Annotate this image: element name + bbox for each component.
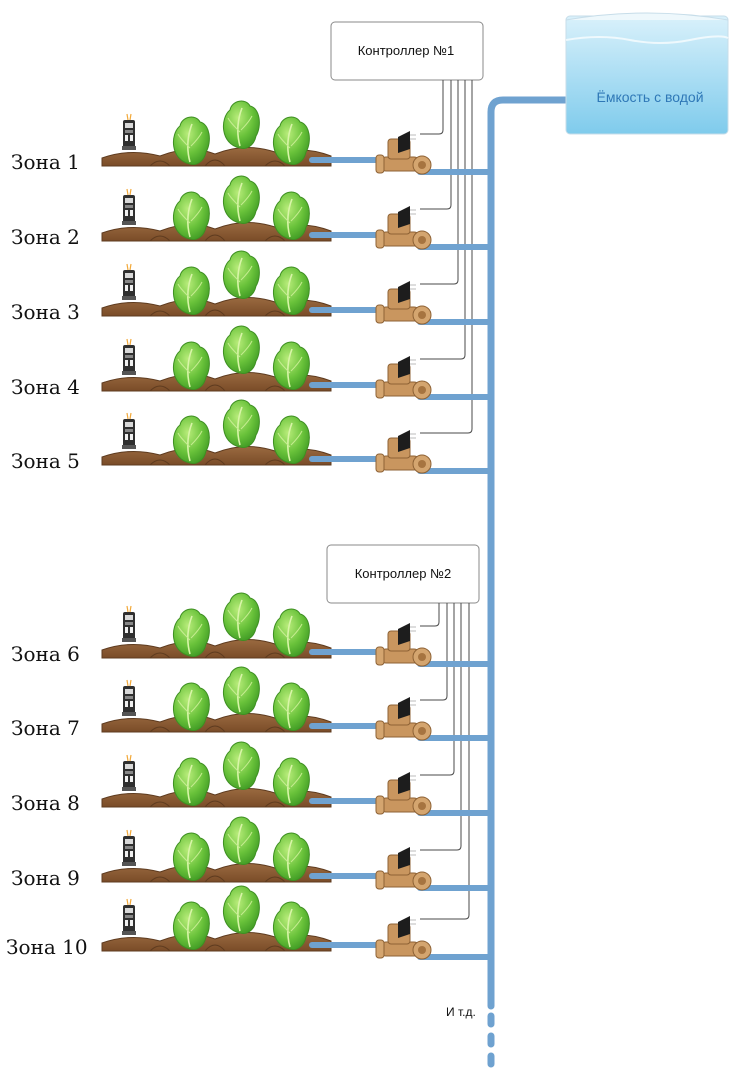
controller-1: Контроллер №1 (330, 21, 484, 81)
zone-label: Зона 2 (11, 225, 80, 249)
solenoid-valve-icon (375, 130, 432, 175)
continuation-label: И т.д. (446, 1005, 476, 1019)
soil-sensor-icon (121, 412, 137, 450)
lettuce-icon (272, 608, 311, 658)
lettuce-icon (222, 250, 261, 300)
zone-5: Зона 5 (11, 399, 494, 474)
solenoid-valve-icon (375, 429, 432, 474)
lettuce-icon (272, 116, 311, 166)
zone-label: Зона 3 (11, 300, 80, 324)
zone-6: Зона 6 (11, 592, 494, 667)
lettuce-icon (272, 682, 311, 732)
lettuce-icon (222, 816, 261, 866)
controller-2-label: Контроллер №2 (355, 566, 452, 581)
lettuce-icon (172, 191, 211, 241)
soil-sensor-icon (121, 263, 137, 301)
lettuce-icon (272, 415, 311, 465)
solenoid-valve-icon (375, 355, 432, 400)
zone-label: Зона 9 (11, 866, 80, 890)
soil-bed (101, 932, 332, 952)
solenoid-valve-icon (375, 696, 432, 741)
zone-9: Зона 9 (11, 816, 494, 891)
zone-2: Зона 2 (11, 175, 494, 250)
lettuce-icon (222, 175, 261, 225)
zone-label: Зона 10 (6, 935, 88, 959)
soil-sensor-icon (121, 605, 137, 643)
lettuce-icon (172, 608, 211, 658)
soil-bed (101, 147, 332, 167)
lettuce-icon (272, 832, 311, 882)
zone-1: Зона 1 (11, 100, 494, 175)
lettuce-icon (172, 757, 211, 807)
lettuce-icon (272, 757, 311, 807)
solenoid-valve-icon (375, 205, 432, 250)
solenoid-valve-icon (375, 771, 432, 816)
zone-label: Зона 8 (11, 791, 80, 815)
controller-2: Контроллер №2 (326, 544, 480, 604)
lettuce-icon (222, 325, 261, 375)
lettuce-icon (172, 116, 211, 166)
zone-4: Зона 4 (11, 325, 494, 400)
soil-sensor-icon (121, 113, 137, 151)
zone-3: Зона 3 (11, 250, 494, 325)
zone-label: Зона 7 (11, 716, 80, 740)
water-tank: Ёмкость с водой (565, 12, 729, 135)
zone-10: Зона 10 (6, 885, 494, 960)
solenoid-valve-icon (375, 915, 432, 960)
solenoid-valve-icon (375, 622, 432, 667)
lettuce-icon (222, 100, 261, 150)
soil-sensor-icon (121, 754, 137, 792)
soil-sensor-icon (121, 829, 137, 867)
lettuce-icon (272, 901, 311, 951)
lettuce-icon (222, 399, 261, 449)
soil-sensor-icon (121, 188, 137, 226)
soil-sensor-icon (121, 679, 137, 717)
tank-label: Ёмкость с водой (596, 89, 703, 105)
lettuce-icon (172, 341, 211, 391)
lettuce-icon (172, 415, 211, 465)
lettuce-icon (272, 266, 311, 316)
zones: Зона 1 Зона 2 Зона 3 Зона 4 Зона 5 Зона 6 Зона… (6, 100, 494, 960)
lettuce-icon (272, 341, 311, 391)
main-pipe (487, 96, 570, 1078)
lettuce-icon (172, 266, 211, 316)
soil-sensor-icon (121, 338, 137, 376)
zone-7: Зона 7 (11, 666, 494, 741)
control-wires (420, 80, 473, 920)
lettuce-icon (222, 592, 261, 642)
lettuce-icon (222, 885, 261, 935)
solenoid-valve-icon (375, 280, 432, 325)
controller-1-label: Контроллер №1 (358, 43, 455, 58)
zone-label: Зона 5 (11, 449, 80, 473)
zone-label: Зона 1 (11, 150, 80, 174)
zone-label: Зона 4 (11, 375, 80, 399)
soil-sensor-icon (121, 898, 137, 936)
lettuce-icon (222, 741, 261, 791)
lettuce-icon (172, 901, 211, 951)
lettuce-icon (172, 832, 211, 882)
zone-8: Зона 8 (11, 741, 494, 816)
lettuce-icon (222, 666, 261, 716)
solenoid-valve-icon (375, 846, 432, 891)
zone-label: Зона 6 (11, 642, 80, 666)
lettuce-icon (172, 682, 211, 732)
lettuce-icon (272, 191, 311, 241)
